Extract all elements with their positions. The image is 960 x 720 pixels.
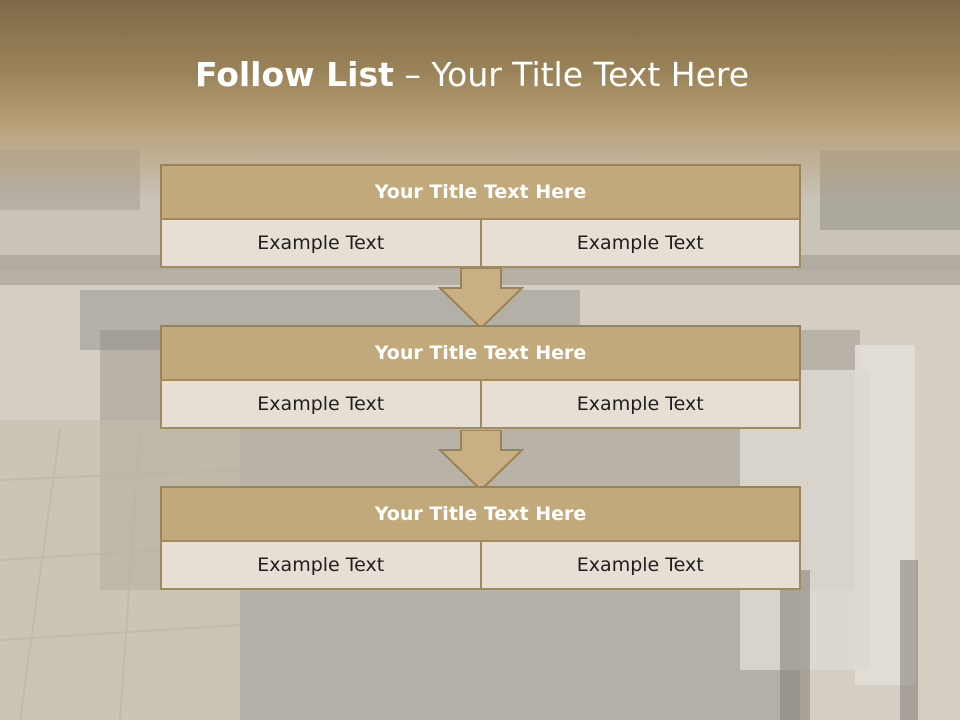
block-title: Your Title Text Here xyxy=(160,486,801,542)
title-bold: Follow List xyxy=(194,55,394,94)
list-block-3: Your Title Text Here Example Text Exampl… xyxy=(160,486,801,590)
title-rest: – Your Title Text Here xyxy=(393,55,750,94)
down-arrow-icon xyxy=(438,268,524,330)
block-left-cell: Example Text xyxy=(160,379,482,429)
block-right-cell: Example Text xyxy=(479,540,801,590)
slide-title: Follow List – Your Title Text Here xyxy=(0,52,944,98)
block-row: Example Text Example Text xyxy=(160,379,801,429)
block-right-cell: Example Text xyxy=(479,218,801,268)
block-title: Your Title Text Here xyxy=(160,325,801,381)
list-block-1: Your Title Text Here Example Text Exampl… xyxy=(160,164,801,268)
block-row: Example Text Example Text xyxy=(160,218,801,268)
block-row: Example Text Example Text xyxy=(160,540,801,590)
block-left-cell: Example Text xyxy=(160,540,482,590)
down-arrow-icon xyxy=(438,430,524,492)
block-right-cell: Example Text xyxy=(479,379,801,429)
block-left-cell: Example Text xyxy=(160,218,482,268)
block-title: Your Title Text Here xyxy=(160,164,801,220)
list-block-2: Your Title Text Here Example Text Exampl… xyxy=(160,325,801,429)
